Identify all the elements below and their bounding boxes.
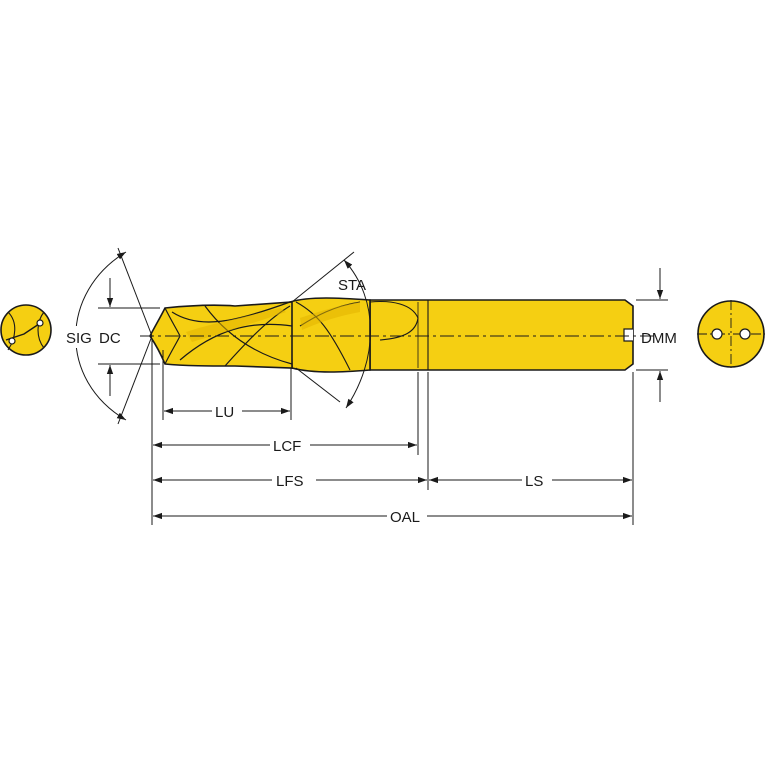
lcf-label: LCF — [273, 438, 301, 455]
dimension-labels: SIG DC STA DMM LU LCF LFS LS OAL — [64, 277, 677, 527]
extension-lines — [98, 247, 668, 525]
tip-end-view-icon — [0, 304, 52, 356]
dmm-label: DMM — [641, 330, 677, 347]
ls-label: LS — [525, 473, 543, 490]
dc-label: DC — [99, 330, 121, 347]
sta-label: STA — [338, 277, 366, 294]
lfs-label: LFS — [276, 473, 304, 490]
shank-end-view-icon — [697, 300, 765, 368]
sta-angle-arc — [343, 259, 371, 409]
sig-label: SIG — [66, 330, 92, 347]
oal-label: OAL — [390, 509, 420, 526]
drill-body — [140, 297, 655, 373]
lu-label: LU — [215, 404, 234, 421]
